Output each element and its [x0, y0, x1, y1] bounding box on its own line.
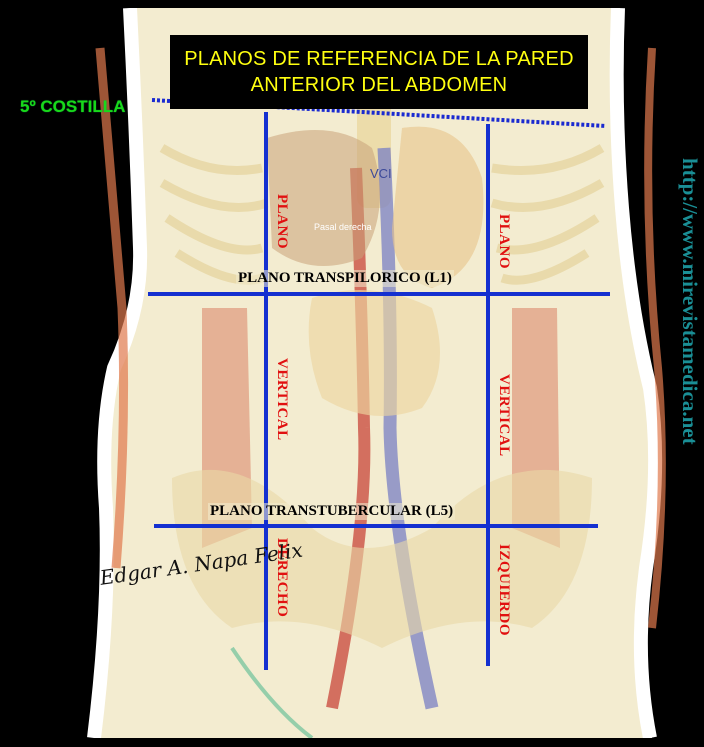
stomach — [392, 127, 483, 288]
title-line-1: PLANOS DE REFERENCIA DE LA PARED — [184, 46, 573, 72]
vein-label: VCI — [370, 166, 392, 181]
right-plane-label-1: PLANO — [273, 194, 290, 249]
title-line-2: ANTERIOR DEL ABDOMEN — [251, 72, 508, 98]
left-plane-label-2: VERTICAL — [495, 374, 512, 457]
left-plane-label-1: PLANO — [495, 214, 512, 269]
title-box: PLANOS DE REFERENCIA DE LA PARED ANTERIO… — [170, 35, 588, 109]
rib-label: 5º COSTILLA — [20, 97, 125, 117]
anatomy-illustration: VCI Pasal derecha — [12, 8, 684, 738]
right-plane-label-2: VERTICAL — [273, 358, 290, 441]
left-plane-label-3: IZQUIERDO — [495, 544, 512, 636]
intestines — [309, 290, 440, 416]
organ-label: Pasal derecha — [314, 222, 372, 232]
nerve — [232, 648, 312, 738]
anatomy-plate: VCI Pasal derecha PLANOS DE REFERENCIA D… — [12, 8, 684, 738]
transtubercular-plane-label: PLANO TRANSTUBERCULAR (L5) — [208, 503, 455, 520]
transpyloric-plane-label: PLANO TRANSPILORICO (L1) — [236, 270, 454, 287]
website-url: http://www.mirevistamedica.net — [672, 158, 702, 638]
